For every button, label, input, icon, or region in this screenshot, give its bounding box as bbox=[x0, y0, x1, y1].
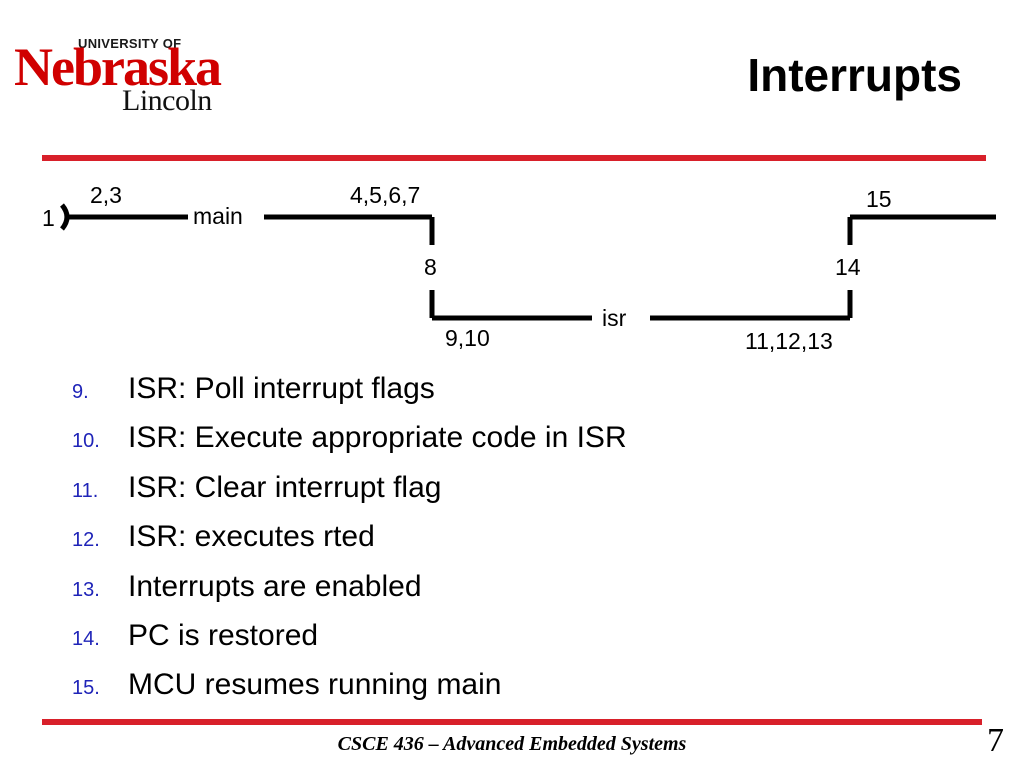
list-item: 10. ISR: Execute appropriate code in ISR bbox=[72, 421, 627, 470]
interrupt-flow-diagram: 1 2,3 main 4,5,6,7 8 9,10 isr 11,12,13 1… bbox=[42, 182, 996, 354]
list-number: 15. bbox=[72, 677, 100, 700]
list-text: Interrupts are enabled bbox=[128, 569, 422, 603]
logo-university-text: UNIVERSITY OF bbox=[78, 36, 182, 51]
label-main: main bbox=[193, 203, 243, 229]
label-4-5-6-7: 4,5,6,7 bbox=[350, 182, 420, 208]
list-number: 11. bbox=[72, 479, 99, 502]
list-text: ISR: Execute appropriate code in ISR bbox=[128, 421, 627, 455]
footer-course-title: CSCE 436 – Advanced Embedded Systems bbox=[337, 733, 687, 755]
list-text: ISR: Poll interrupt flags bbox=[128, 372, 435, 405]
list-text: MCU resumes running main bbox=[128, 668, 502, 702]
page-number: 7 bbox=[987, 722, 1004, 759]
bottom-divider bbox=[42, 719, 982, 725]
label-isr: isr bbox=[602, 305, 627, 331]
university-logo: UNIVERSITY OF Nebraska Lincoln bbox=[14, 34, 222, 117]
list-item: 11. ISR: Clear interrupt flag bbox=[72, 471, 627, 520]
flow-lines bbox=[59, 203, 996, 321]
list-text: PC is restored bbox=[128, 618, 319, 652]
list-number: 9. bbox=[72, 381, 89, 403]
list-number: 12. bbox=[72, 529, 100, 552]
label-15: 15 bbox=[866, 186, 892, 212]
top-divider bbox=[42, 155, 986, 161]
label-11-12-13: 11,12,13 bbox=[745, 328, 833, 354]
logo-wordmark: Nebraska bbox=[14, 37, 222, 97]
list-number: 13. bbox=[72, 578, 100, 601]
list-item: 12. ISR: executes rted bbox=[72, 520, 627, 569]
logo-campus-text: Lincoln bbox=[122, 84, 212, 117]
label-14: 14 bbox=[835, 254, 861, 280]
list-item: 9. ISR: Poll interrupt flags bbox=[72, 372, 627, 421]
label-2-3: 2,3 bbox=[90, 182, 122, 208]
label-1: 1 bbox=[42, 205, 55, 231]
steps-list: 9. ISR: Poll interrupt flags 10. ISR: Exec… bbox=[72, 372, 627, 718]
list-item: 13. Interrupts are enabled bbox=[72, 570, 627, 619]
label-9-10: 9,10 bbox=[445, 325, 490, 351]
slide-title: Interrupts bbox=[747, 49, 962, 101]
list-text: ISR: executes rted bbox=[128, 520, 375, 554]
list-number: 14. bbox=[72, 627, 100, 650]
list-text: ISR: Clear interrupt flag bbox=[128, 470, 442, 504]
list-item: 14. PC is restored bbox=[72, 619, 627, 668]
list-item: 15. MCU resumes running main bbox=[72, 668, 627, 717]
label-8: 8 bbox=[424, 254, 437, 280]
list-number: 10. bbox=[72, 430, 100, 453]
